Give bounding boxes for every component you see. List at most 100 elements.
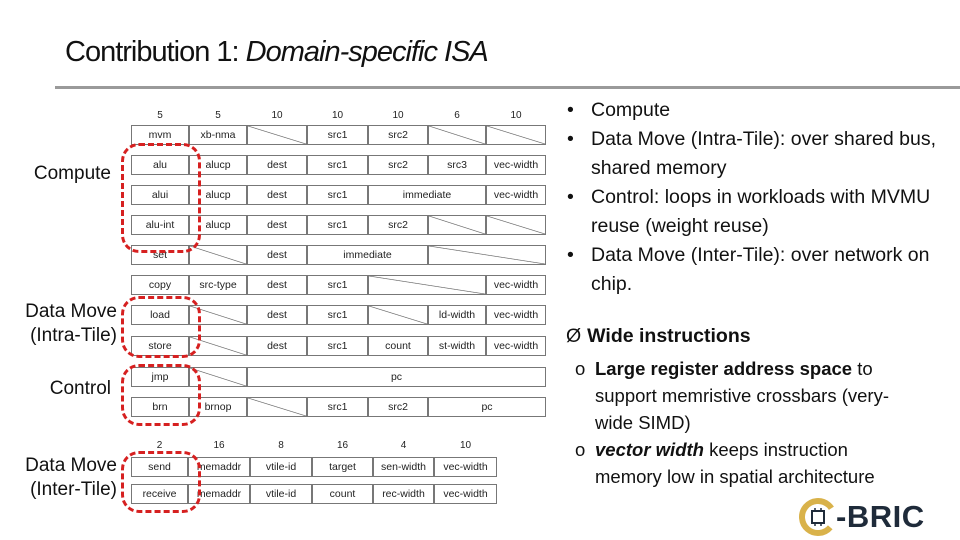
isa-cell: dest — [247, 245, 307, 265]
isa-cell: target — [312, 457, 373, 477]
isa-cell: dest — [247, 336, 307, 356]
field-width-label: 5 — [215, 110, 221, 121]
isa-cell — [368, 275, 486, 295]
isa-cell: dest — [247, 275, 307, 295]
bullet-item: •Data Move (Inter-Tile): over network on… — [563, 241, 953, 299]
label-data-move-intra: Data Move (Intra-Tile) — [0, 300, 117, 348]
field-width-label: 10 — [331, 110, 344, 121]
logo-text: -BRIC — [836, 499, 925, 534]
isa-cell: vtile-id — [250, 484, 312, 504]
title-prefix: Contribution 1: — [65, 36, 246, 68]
isa-cell: src1 — [307, 336, 368, 356]
title-italic: Domain-specific ISA — [245, 36, 489, 68]
isa-cell: src1 — [307, 305, 368, 325]
field-width-label: 10 — [392, 110, 404, 121]
isa-cell — [486, 125, 546, 145]
isa-cell: vec-width — [486, 305, 546, 325]
isa-cell: dest — [247, 155, 307, 175]
isa-cell: count — [312, 484, 373, 504]
isa-cell — [247, 125, 307, 145]
isa-cell: src1 — [307, 185, 368, 205]
isa-cell: src1 — [307, 275, 368, 295]
wide-item-2-rest: keeps instruction memory low in spatial … — [595, 439, 875, 487]
ring-data-move-intra — [121, 296, 201, 358]
field-width-label: 4 — [400, 440, 407, 451]
isa-cell: dest — [247, 185, 307, 205]
isa-cell — [189, 245, 247, 265]
bullet-text: Control: loops in workloads with MVMU re… — [591, 186, 931, 237]
wide-item-1: o Large register address space to suppor… — [575, 355, 915, 436]
field-width-label: 2 — [156, 440, 163, 451]
bullet-item: • Control: loops in workloads with MVMU r… — [563, 183, 953, 241]
isa-cell: copy — [131, 275, 189, 295]
label-data-move-intra-line2: (Intra-Tile) — [30, 325, 117, 346]
isa-cell: src2 — [368, 125, 428, 145]
label-data-move-inter: Data Move (Inter-Tile) — [0, 454, 117, 502]
isa-cell: src2 — [368, 397, 428, 417]
label-data-move-inter-line1: Data Move — [25, 455, 117, 476]
bullet-item: • Compute — [563, 96, 953, 125]
bullet-dot: • — [567, 128, 574, 150]
ring-data-move-inter — [121, 451, 201, 513]
bullet-text: Data Move (Inter-Tile): over network on … — [591, 244, 930, 295]
isa-cell: dest — [247, 215, 307, 235]
isa-cell: src2 — [368, 155, 428, 175]
isa-cell: pc — [428, 397, 546, 417]
bullet-dot: • — [567, 99, 574, 121]
title-divider — [55, 86, 960, 89]
isa-cell: vec-width — [434, 457, 497, 477]
bullet-text: Data Move (Intra-Tile): over shared bus,… — [591, 128, 936, 179]
ring-control — [121, 364, 201, 426]
field-width-label: 5 — [157, 110, 163, 121]
wide-item-1-marker: o — [575, 358, 586, 379]
isa-cell: src1 — [307, 125, 368, 145]
label-data-move-intra-line1: Data Move — [25, 301, 117, 322]
isa-cell: src-type — [189, 275, 247, 295]
field-width-label: 8 — [278, 440, 284, 451]
label-control: Control — [49, 378, 111, 399]
wide-item-2: o vector width keeps instruction memory … — [575, 436, 915, 490]
isa-cell: src3 — [428, 155, 486, 175]
isa-cell: st-width — [428, 336, 486, 356]
isa-cell: src1 — [307, 215, 368, 235]
isa-cell: dest — [247, 305, 307, 325]
field-width-label: 10 — [510, 110, 522, 121]
label-compute: Compute — [33, 163, 111, 184]
isa-cell: xb-nma — [189, 125, 247, 145]
field-width-label: 10 — [459, 440, 472, 451]
isa-cell: count — [368, 336, 428, 356]
bullet-dot: • — [567, 186, 574, 208]
ring-compute — [121, 143, 201, 253]
isa-cell: vec-width — [434, 484, 497, 504]
isa-cell — [428, 245, 546, 265]
isa-cell — [428, 125, 486, 145]
isa-cell: src2 — [368, 215, 428, 235]
isa-cell: pc — [247, 367, 546, 387]
isa-cell — [428, 215, 486, 235]
isa-cell: mvm — [131, 125, 189, 145]
wide-instructions-title: Wide instructions — [587, 325, 751, 347]
wide-item-1-rest: to support memristive crossbars (very-wi… — [595, 358, 890, 433]
isa-cell: vec-width — [486, 336, 546, 356]
isa-cell: vtile-id — [250, 457, 312, 477]
isa-cell: sen-width — [373, 457, 434, 477]
field-width-label: 16 — [336, 440, 349, 451]
arrow-bullet-icon: Ø — [566, 325, 582, 347]
bullet-text: Compute — [591, 99, 671, 121]
isa-cell: vec-width — [486, 185, 546, 205]
isa-cell: rec-width — [373, 484, 434, 504]
wide-item-2-marker: o — [575, 439, 586, 460]
isa-cell: vec-width — [486, 155, 546, 175]
isa-cell: vec-width — [486, 275, 546, 295]
isa-cell: immediate — [307, 245, 428, 265]
chip-c-logo-icon — [799, 498, 837, 536]
bullet-list: • Compute • Data Move (Intra-Tile): over sh… — [563, 96, 953, 299]
isa-cell — [368, 305, 428, 325]
label-data-move-inter-line2: (Inter-Tile) — [30, 479, 117, 500]
wide-item-1-strong: Large register address space — [595, 358, 853, 379]
slide-title: Contribution 1: Domain-specific ISA — [65, 36, 489, 69]
isa-cell: src1 — [307, 155, 368, 175]
field-width-label: 6 — [454, 110, 460, 121]
isa-cell: ld-width — [428, 305, 486, 325]
